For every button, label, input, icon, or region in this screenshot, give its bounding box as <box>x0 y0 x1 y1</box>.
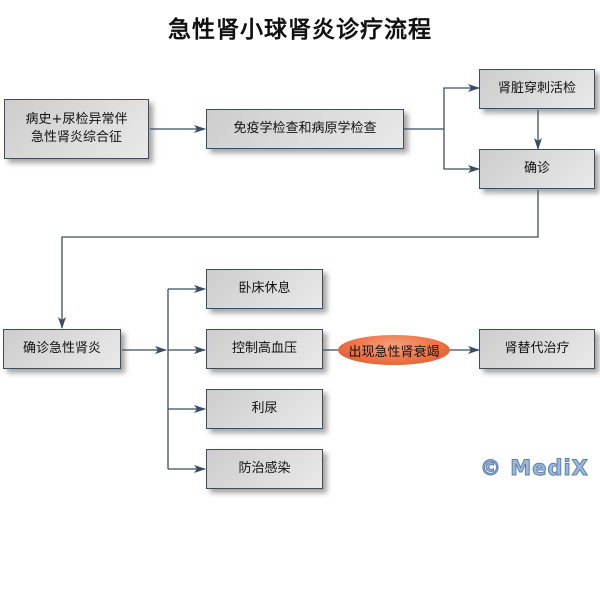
node-immune-exam: 免疫学检查和病原学检查 <box>206 109 404 149</box>
arrow-to-biopsy <box>443 84 480 129</box>
node-bed-rest: 卧床休息 <box>206 269 323 309</box>
node-infection: 防治感染 <box>206 449 323 489</box>
node-diagnosed: 确诊急性肾炎 <box>3 329 121 369</box>
node-history-line1: 病史+尿检异常伴 <box>25 112 128 127</box>
arrow-to-confirm <box>443 129 480 173</box>
node-renal-failure: 出现急性肾衰竭 <box>338 335 450 365</box>
page-title: 急性肾小球肾炎诊疗流程 <box>168 16 432 43</box>
node-diuresis: 利尿 <box>206 389 323 429</box>
node-history-line2: 急性肾炎综合征 <box>30 130 122 145</box>
node-replacement: 肾替代治疗 <box>479 329 595 369</box>
medix-logo: © MediX <box>480 456 589 481</box>
node-confirm: 确诊 <box>479 149 595 189</box>
node-history: 病史+尿检异常伴 急性肾炎综合征 <box>4 99 149 159</box>
node-biopsy: 肾脏穿刺活检 <box>479 69 595 109</box>
arrow-confirm-to-diagnosed <box>58 190 539 329</box>
node-bp-control: 控制高血压 <box>206 329 323 369</box>
